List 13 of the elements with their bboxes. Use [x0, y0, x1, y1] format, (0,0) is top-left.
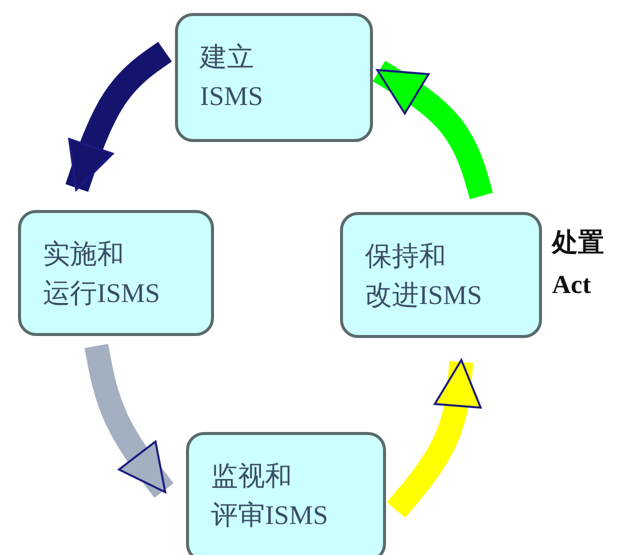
curved-arrow	[386, 359, 482, 518]
process-box	[175, 13, 373, 142]
step-label: 建立ISMS	[200, 41, 264, 114]
step-label: 实施和运行ISMS	[43, 238, 160, 310]
process-box	[18, 210, 214, 336]
curved-arrow	[84, 344, 174, 498]
step-label: 监视和评审ISMS	[211, 460, 328, 532]
phase-label: 处置 Act	[552, 227, 605, 301]
process-box	[340, 212, 542, 338]
curved-arrow	[372, 60, 493, 200]
process-box	[186, 432, 386, 555]
curved-arrow	[65, 42, 172, 192]
step-label: 保持和改进ISMS	[365, 240, 482, 312]
